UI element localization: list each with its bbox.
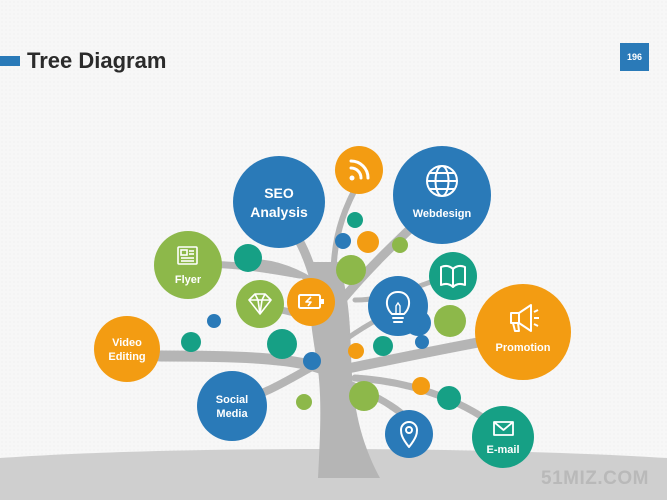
decor-dot (348, 343, 364, 359)
decor-dot (392, 237, 408, 253)
decorative-dots (181, 212, 466, 411)
decor-dot (415, 335, 429, 349)
node-rss (335, 146, 383, 194)
decor-dot (181, 332, 201, 352)
node-webdesign: Webdesign (393, 146, 491, 244)
document-icon (177, 246, 198, 265)
title-accent-bar (0, 56, 20, 66)
video-label-line1: Video (112, 337, 142, 349)
node-flyer: Flyer (154, 231, 222, 299)
lightbulb-icon (385, 290, 411, 323)
webdesign-label: Webdesign (413, 208, 472, 220)
seo-label-line1: SEO (264, 185, 294, 201)
decor-dot (434, 305, 466, 337)
page-number-badge: 196 (620, 43, 649, 71)
node-location (385, 410, 433, 458)
node-diamond (236, 280, 284, 328)
decor-dot (303, 352, 321, 370)
video-label-line2: Editing (108, 351, 145, 363)
node-promotion: Promotion (475, 284, 571, 380)
decor-dot (296, 394, 312, 410)
slide-title: Tree Diagram (27, 48, 167, 73)
battery-icon (298, 294, 324, 309)
node-lightbulb (368, 276, 428, 336)
node-seo-analysis: SEO Analysis (233, 156, 325, 248)
decor-dot (437, 386, 461, 410)
location-pin-icon (400, 421, 418, 448)
node-email: E-mail (472, 406, 534, 468)
social-label-line2: Media (216, 408, 248, 420)
decor-dot (207, 314, 221, 328)
email-label: E-mail (486, 444, 519, 456)
decor-dot (347, 212, 363, 228)
decor-dot (373, 336, 393, 356)
decor-dot (234, 244, 262, 272)
node-book (429, 252, 477, 300)
node-video-editing: Video Editing (94, 316, 160, 382)
envelope-icon (493, 421, 514, 436)
watermark: 51MIZ.COM (541, 468, 649, 489)
decor-dot (335, 233, 351, 249)
decor-dot (412, 377, 430, 395)
node-battery (287, 278, 335, 326)
decor-dot (349, 381, 379, 411)
decor-dot (267, 329, 297, 359)
globe-icon (426, 165, 458, 197)
book-icon (440, 264, 466, 288)
decor-dot (357, 231, 379, 253)
seo-label-line2: Analysis (250, 204, 308, 220)
node-social-media: Social Media (197, 371, 267, 441)
megaphone-icon (510, 304, 539, 332)
promotion-label: Promotion (496, 342, 551, 354)
diamond-icon (248, 293, 272, 315)
decor-dot (336, 255, 366, 285)
flyer-label: Flyer (175, 274, 202, 286)
rss-icon (349, 159, 370, 181)
social-label-line1: Social (216, 394, 248, 406)
